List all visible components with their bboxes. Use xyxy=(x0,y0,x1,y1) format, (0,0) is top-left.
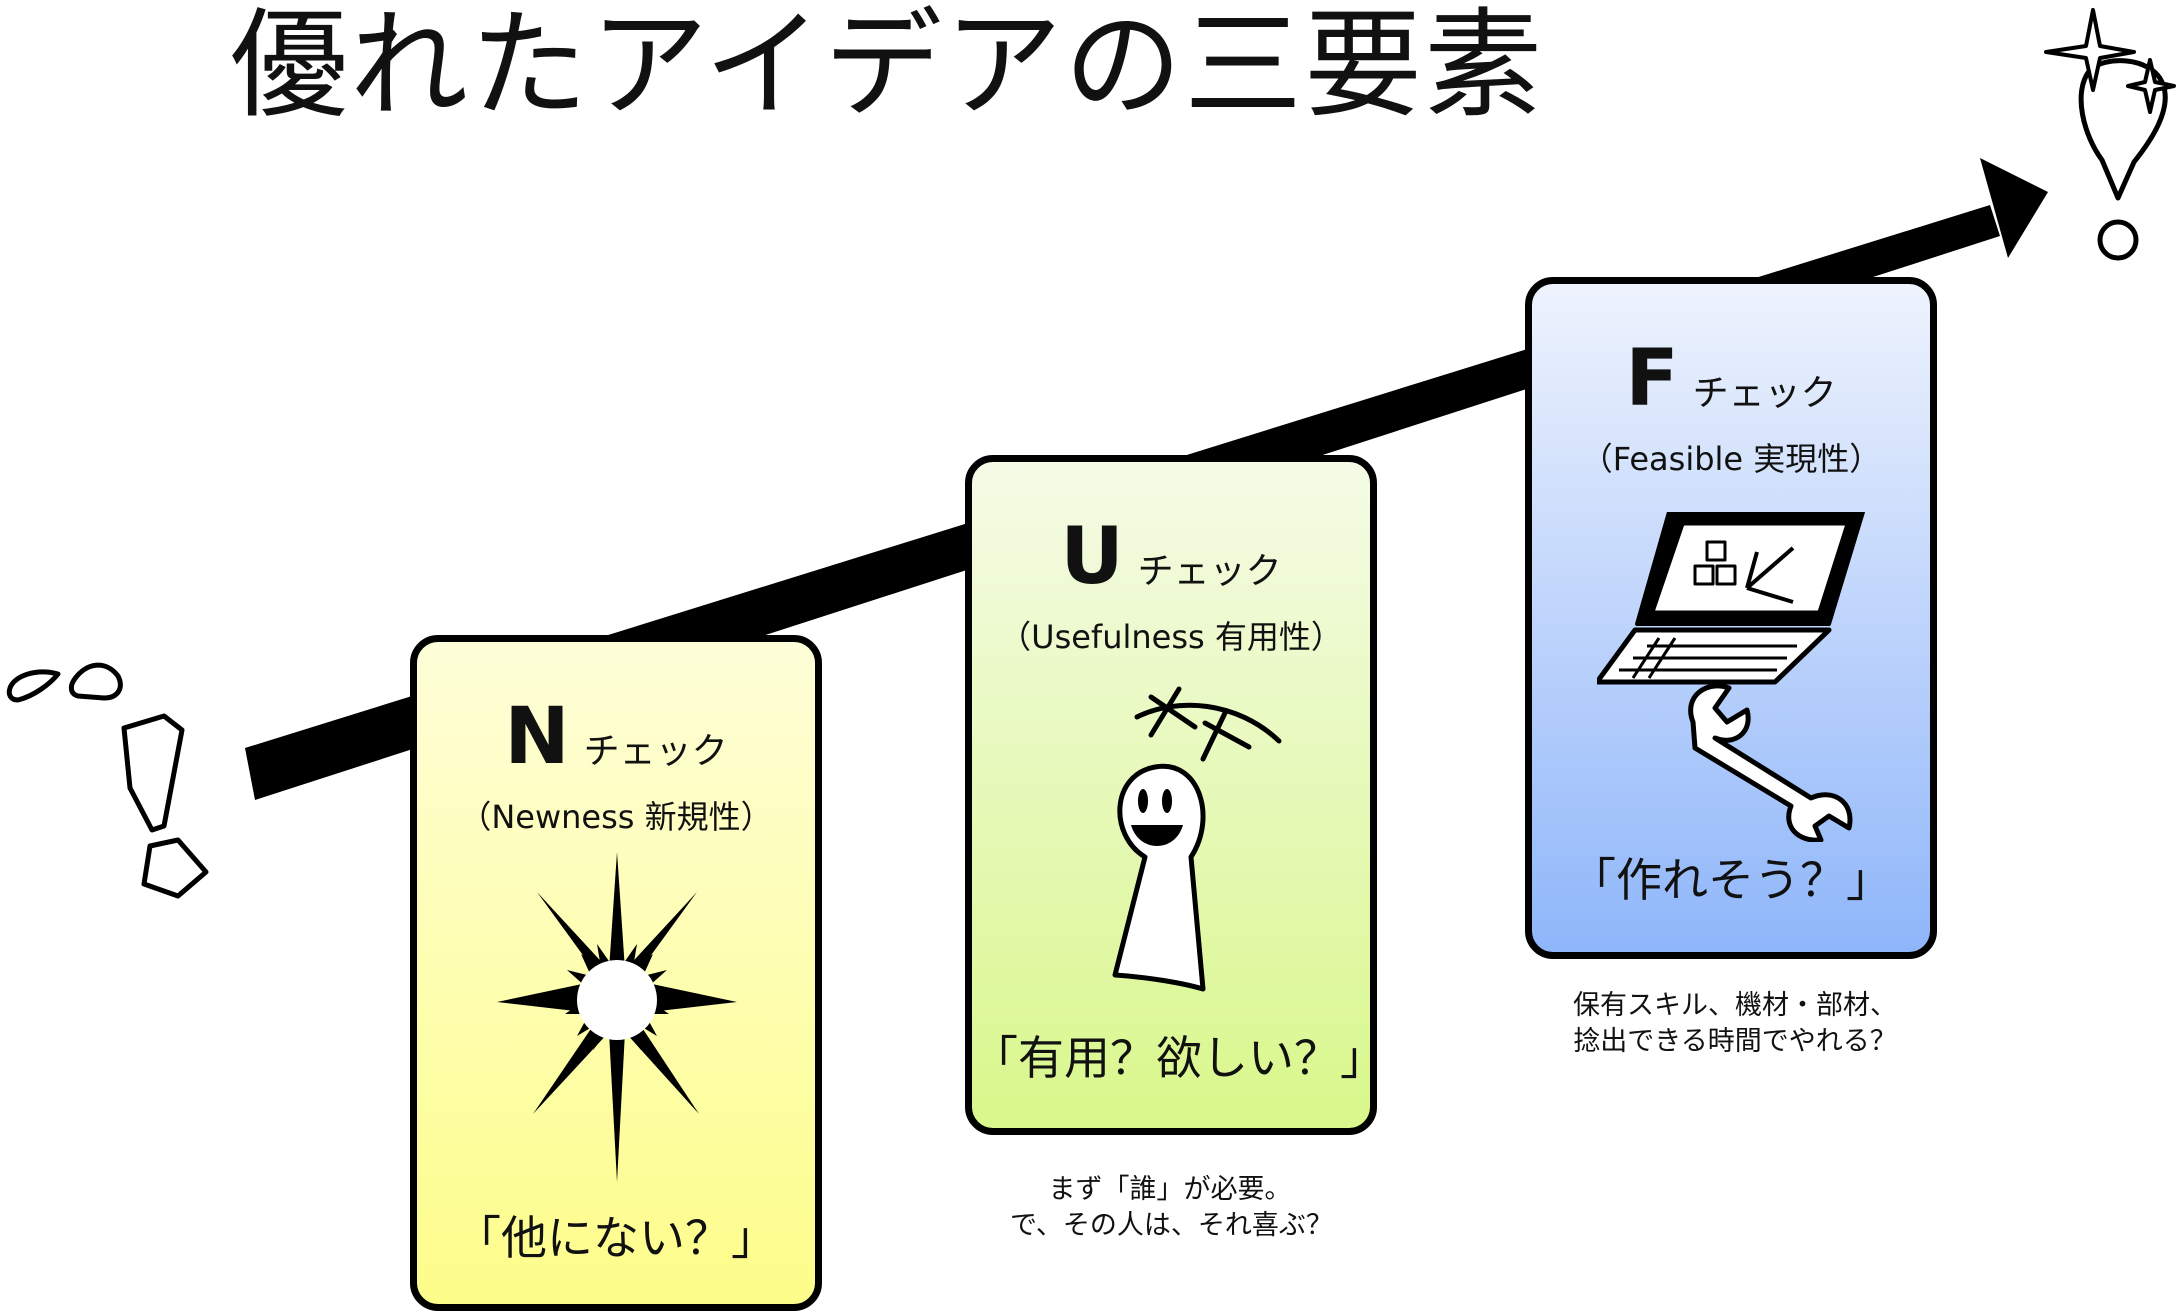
page-title: 優れたアイデアの三要素 xyxy=(230,0,1545,134)
card-heading: F チェック xyxy=(1532,334,1930,424)
card-subtitle: （Newness 新規性） xyxy=(459,798,773,836)
starburst-icon xyxy=(497,852,737,1182)
card-letter: U xyxy=(1060,512,1124,602)
card-question: 「作れそう？」 xyxy=(1570,853,1892,907)
laptop-and-wrench-icon xyxy=(1597,512,1865,842)
broken-exclamation-icon xyxy=(6,662,209,899)
card-question: 「有用？欲しい？」 xyxy=(972,1031,1386,1085)
card-heading: U チェック xyxy=(972,512,1370,602)
card-letter: F xyxy=(1625,334,1679,424)
card-heading: N チェック xyxy=(417,692,815,782)
card-check-label: チェック xyxy=(1692,373,1837,414)
card-letter: N xyxy=(504,692,570,782)
sparkling-exclamation-icon xyxy=(2044,8,2176,261)
usefulness-note: まず「誰」が必要。 で、その人は、それ喜ぶ？ xyxy=(1010,1172,1333,1244)
note-line: まず「誰」が必要。 xyxy=(1048,1174,1292,1205)
card-subtitle: （Feasible 実現性） xyxy=(1580,440,1882,478)
person-with-thought-icon xyxy=(1112,686,1282,992)
card-usefulness: U チェック （Usefulness 有用性） 「有用？欲しい？」 xyxy=(965,455,1386,1135)
card-feasible: F チェック （Feasible 実現性） xyxy=(1525,277,1937,959)
note-line: 保有スキル、機材・部材、 xyxy=(1573,990,1897,1021)
card-subtitle: （Usefulness 有用性） xyxy=(999,618,1343,656)
feasible-note: 保有スキル、機材・部材、 捻出できる時間でやれる？ xyxy=(1570,988,1900,1060)
card-check-label: チェック xyxy=(583,731,728,772)
note-line: で、その人は、それ喜ぶ？ xyxy=(1010,1210,1333,1241)
note-line: 捻出できる時間でやれる？ xyxy=(1573,1026,1897,1057)
card-newness: N チェック （Newness 新規性） 「他にない？」 xyxy=(410,635,822,1311)
card-check-label: チェック xyxy=(1137,551,1282,592)
card-question: 「他にない？」 xyxy=(455,1211,777,1265)
